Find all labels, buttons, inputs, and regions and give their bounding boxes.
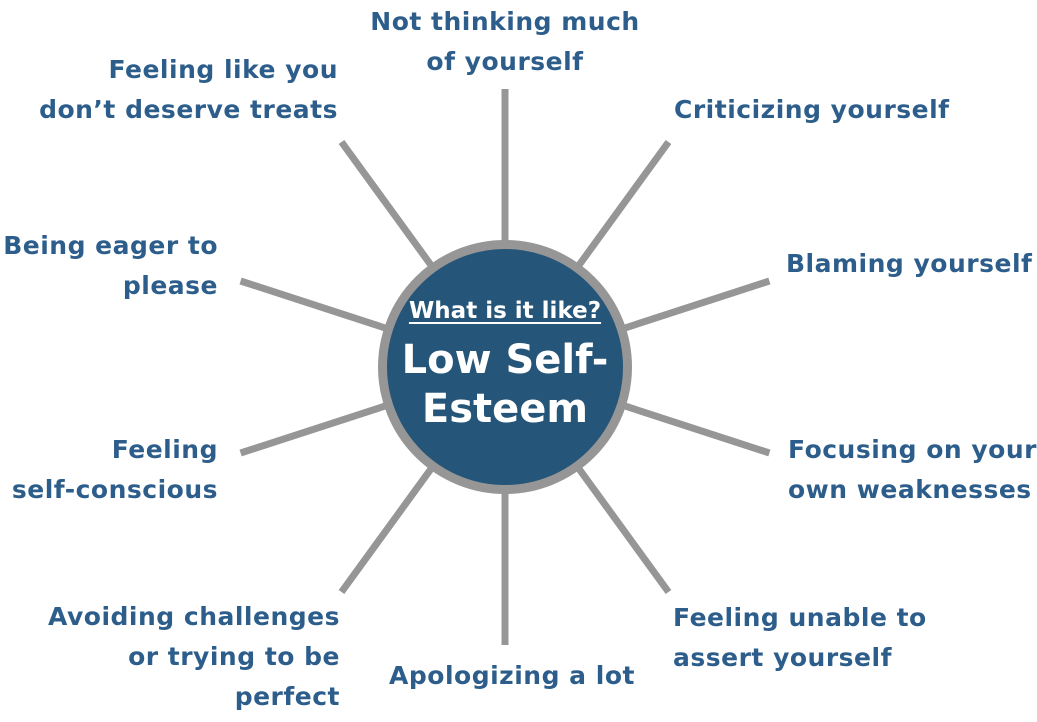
branch-label-line: Feeling unable to (673, 603, 927, 632)
branch-label-avoiding-challenges: Avoiding challenges or trying to be perf… (48, 597, 340, 717)
branch-label-line: Criticizing yourself (674, 95, 950, 124)
branch-label-blaming-yourself: Blaming yourself (786, 244, 1032, 284)
branch-label-line: please (122, 271, 218, 300)
branch-label-line: own weaknesses (788, 475, 1032, 504)
branch-label-self-conscious: Feeling self-conscious (12, 430, 218, 510)
branch-label-not-thinking-much: Not thinking much of yourself (370, 2, 639, 82)
branch-label-line: perfect (234, 682, 340, 711)
branch-label-criticizing-yourself: Criticizing yourself (674, 90, 950, 130)
center-text-block: What is it like? Low Self-Esteem (370, 298, 640, 434)
branch-label-line: Blaming yourself (786, 249, 1033, 278)
center-question: What is it like? (408, 298, 602, 324)
branch-label-line: Avoiding challenges (48, 602, 340, 631)
branch-label-line: Being eager to (3, 231, 218, 260)
branch-label-line: Apologizing a lot (389, 661, 635, 690)
branch-label-dont-deserve-treats: Feeling like you don’t deserve treats (39, 50, 338, 130)
branch-label-line: of yourself (426, 47, 584, 76)
branch-label-focusing-on-weaknesses: Focusing on your own weaknesses (788, 430, 1037, 510)
branch-label-eager-to-please: Being eager to please (3, 226, 218, 306)
branch-label-line: don’t deserve treats (39, 95, 338, 124)
center-circle (378, 240, 632, 494)
branch-label-line: Feeling (111, 435, 218, 464)
branch-label-line: self-conscious (11, 475, 218, 504)
branch-label-line: assert yourself (673, 643, 892, 672)
branch-label-line: Feeling like you (108, 55, 338, 84)
branch-label-line: Not thinking much (370, 7, 640, 36)
branch-label-apologizing-a-lot: Apologizing a lot (389, 656, 635, 696)
branch-label-line: Focusing on your (788, 435, 1037, 464)
branch-label-line: or trying to be (128, 642, 340, 671)
center-title: Low Self-Esteem (401, 337, 609, 432)
branch-label-unable-to-assert: Feeling unable to assert yourself (673, 598, 927, 678)
